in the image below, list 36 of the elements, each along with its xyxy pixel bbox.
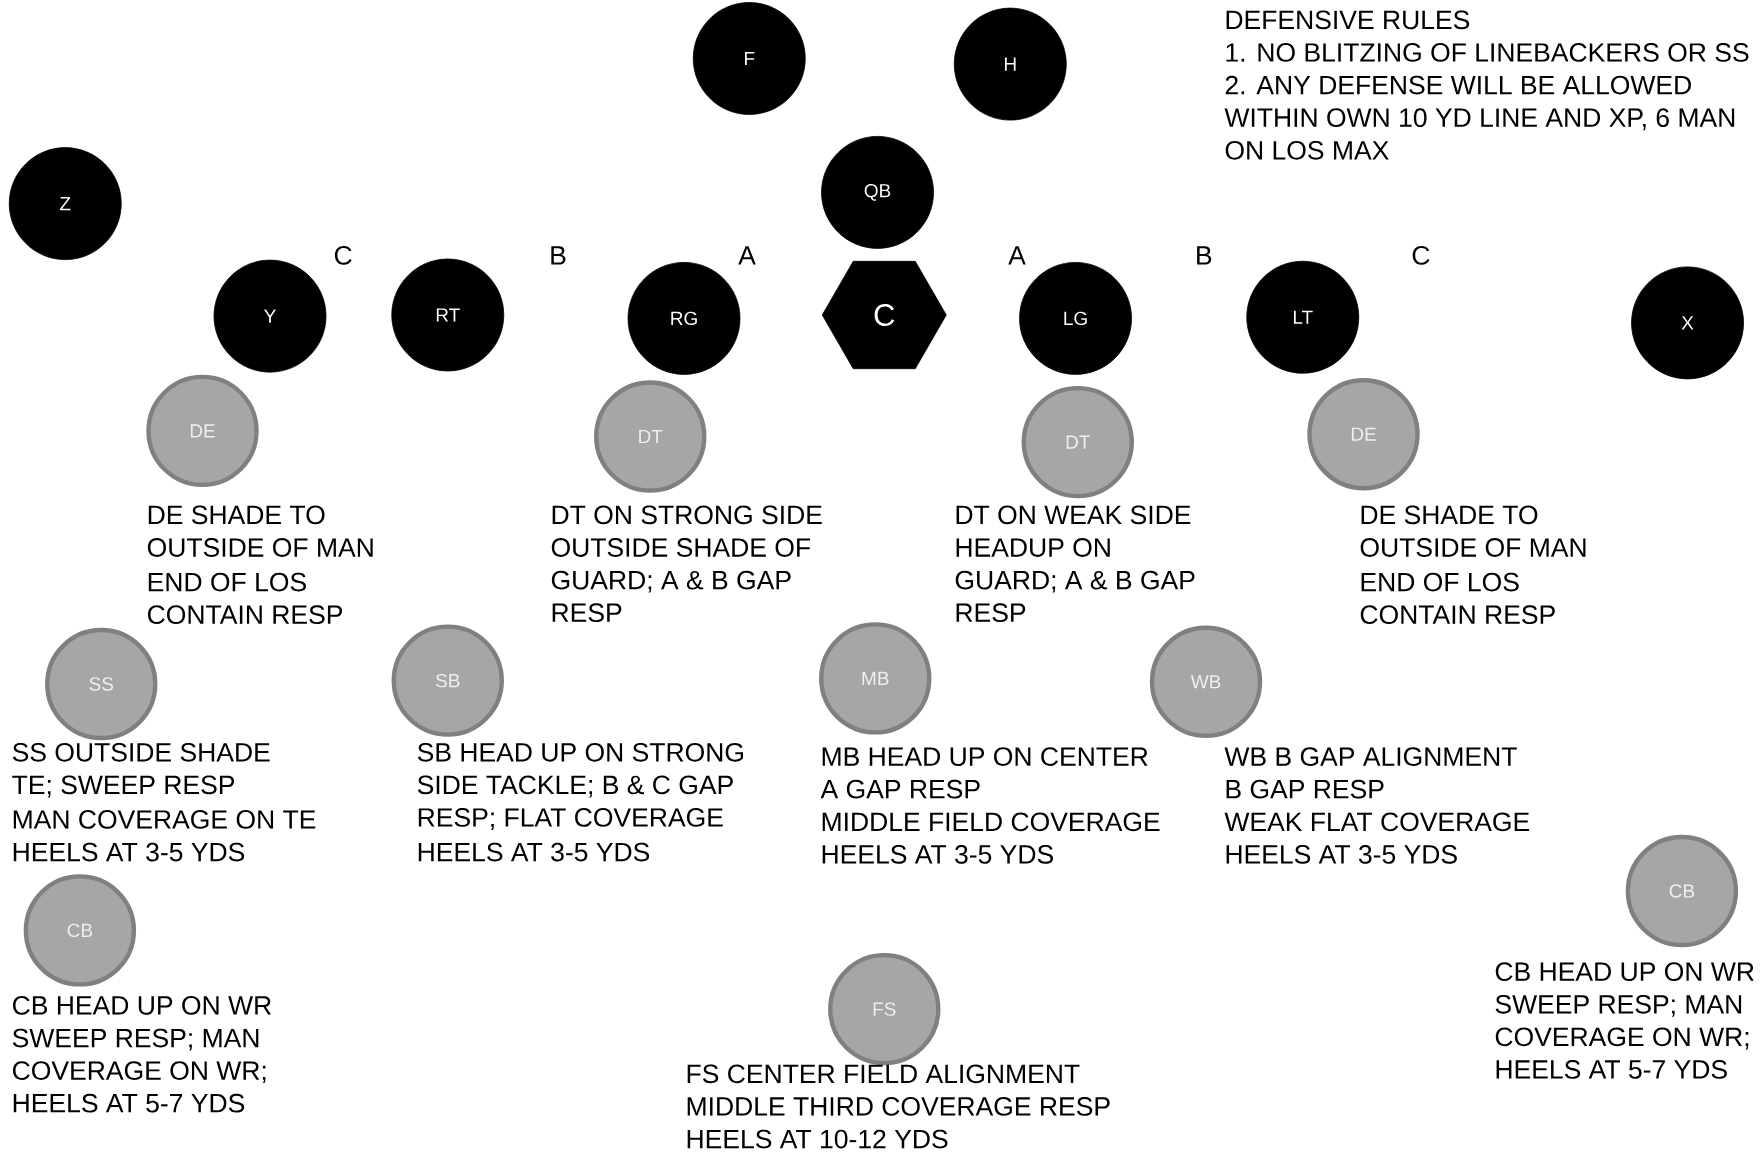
gap-letter: C [334, 246, 352, 265]
note-text: MB HEAD UP ON CENTER [822, 747, 1148, 766]
note-text: DT ON STRONG SIDE OUTSIDE SHADE OF GUARD; A & B GAP RESP [551, 505, 822, 623]
gap-letter: A [738, 246, 756, 265]
note-text: WB B GAP ALIGNMENT [1224, 747, 1517, 766]
gap-letter: B [1197, 246, 1212, 265]
note-text: HEELS AT 3-5 YDS [13, 842, 245, 862]
note-text: DE SHADE TO OUTSIDE OF MAN [147, 505, 373, 557]
note-text: SS OUTSIDE SHADE TE; SWEEP RESP [12, 742, 270, 798]
note-text: DT ON WEAK SIDE HEADUP ON GUARD; A & B GAP RESP [955, 505, 1195, 623]
rule-text: 1. NO BLITZING OF LINEBACKERS OR SS [1226, 43, 1749, 62]
note-text: MIDDLE FIELD COVERAGE [822, 812, 1160, 832]
note-text: HEELS AT 3-5 YDS [1226, 845, 1457, 864]
note-text: CONTAIN RESP [148, 605, 343, 625]
rule-text: 2. ANY DEFENSE WILL BE ALLOWED WITHIN OWN 10 YD LINE AND XP, 6 MAN ON LOS MAX [1224, 75, 1735, 160]
note-text: DE SHADE TO OUTSIDE OF MAN [1360, 505, 1586, 557]
note-text: HEELS AT 10-12 YDS [687, 1129, 948, 1149]
gap-letter: A [1008, 246, 1026, 265]
note-text: FS CENTER FIELD ALIGNMENT [687, 1064, 1080, 1084]
note-text: A GAP RESP [820, 779, 980, 799]
gap-letter: B [551, 246, 566, 265]
note-text: HEELS AT 3-5 YDS [822, 845, 1053, 864]
note-text: SB HEAD UP ON STRONG SIDE TACKLE; B & C GAP RESP; FLAT COVERAGE [417, 742, 743, 830]
center-hexagon: C [821, 260, 947, 370]
note-text: CB HEAD UP ON WR SWEEP RESP; MAN COVERAGE ON WR; HEELS AT 5-7 YDS [12, 996, 271, 1113]
note-text: WEAK FLAT COVERAGE [1224, 812, 1530, 832]
note-text: END OF LOS [148, 572, 306, 592]
note-text: MAN COVERAGE ON TE [13, 810, 316, 829]
note-text: CB HEAD UP ON WR SWEEP RESP; MAN COVERAGE ON WR; HEELS AT 5-7 YDS [1495, 962, 1754, 1079]
note-text: MIDDLE THIRD COVERAGE RESP [687, 1097, 1110, 1116]
note-text: HEELS AT 3-5 YDS [418, 842, 650, 862]
note-text: CONTAIN RESP [1360, 605, 1555, 625]
note-text: END OF LOS [1361, 572, 1519, 592]
note-text: B GAP RESP [1226, 779, 1384, 799]
gap-letter: C [1412, 246, 1430, 265]
rule-text: DEFENSIVE RULES [1226, 10, 1470, 30]
